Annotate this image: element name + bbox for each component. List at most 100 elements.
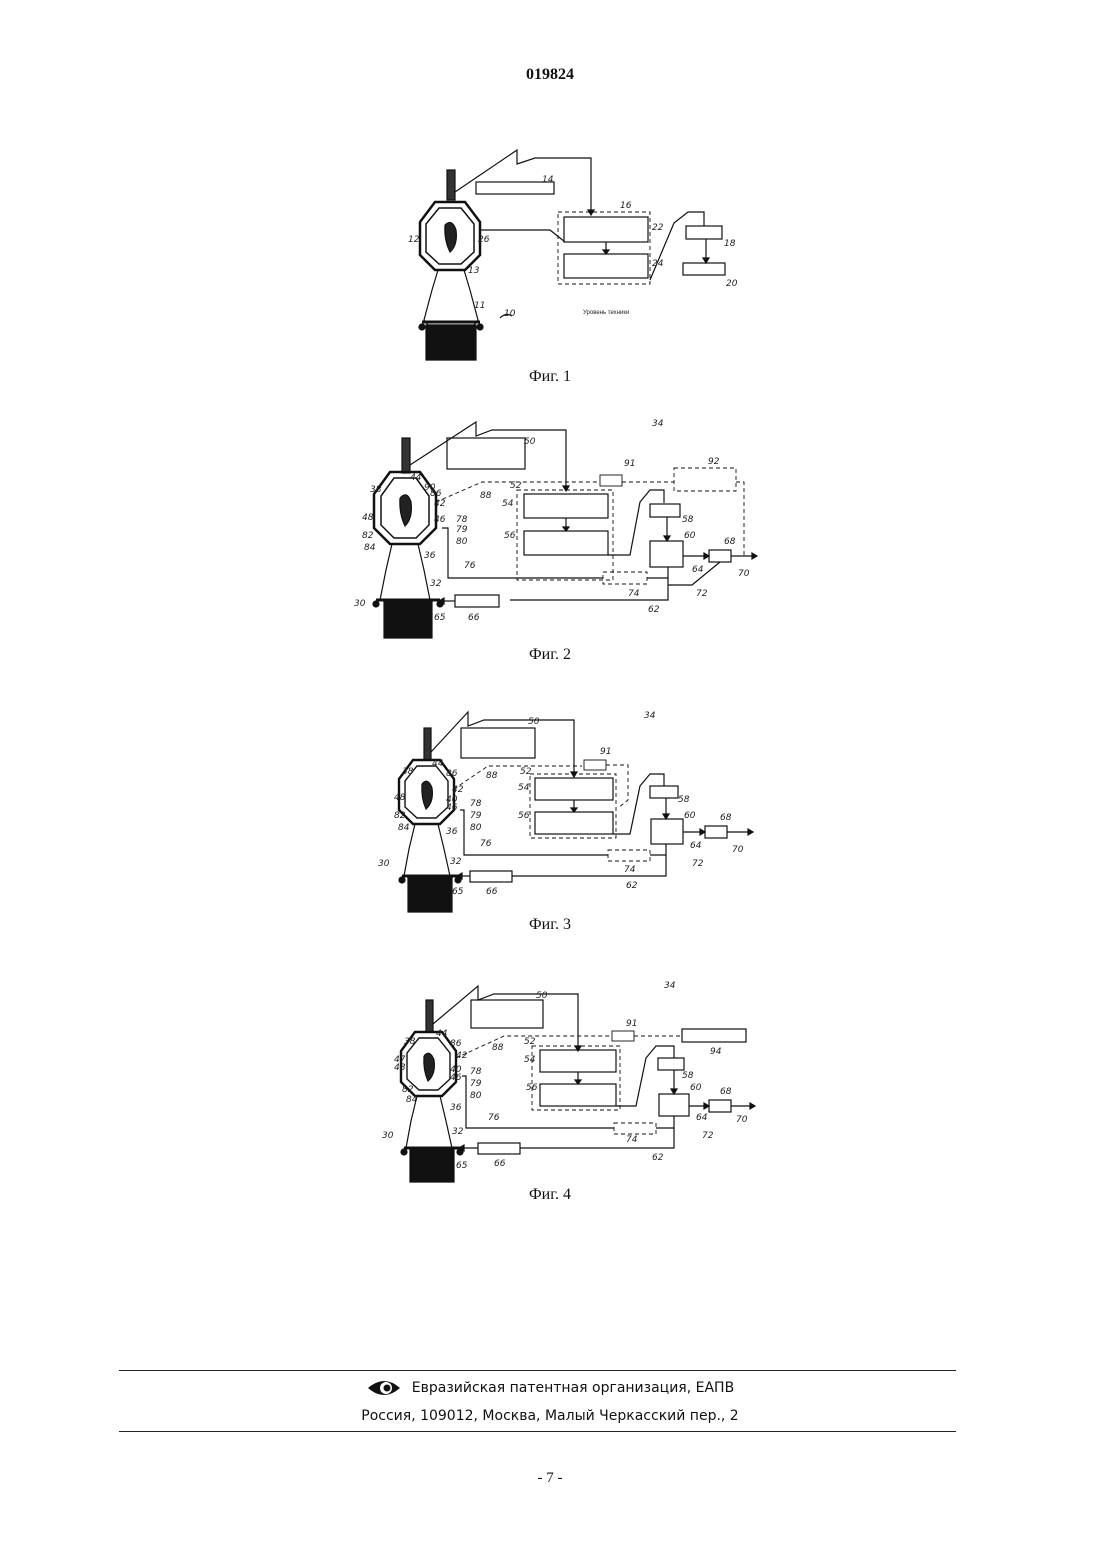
label-52: 52 (520, 767, 532, 777)
label-94: 94 (710, 1047, 722, 1057)
eapo-logo-icon (366, 1377, 402, 1399)
prior-art-note: Уровень техники (583, 310, 629, 316)
label-64: 64 (696, 1113, 708, 1123)
label-50: 50 (524, 437, 536, 447)
label-76: 76 (488, 1113, 500, 1123)
label-80: 80 (456, 537, 468, 547)
label-60: 60 (684, 811, 696, 821)
label-34: 34 (644, 711, 656, 721)
label-70: 70 (732, 845, 744, 855)
label-38: 38 (404, 1037, 416, 1047)
label-24: 24 (652, 259, 664, 269)
label-10: 10 (504, 309, 516, 319)
label-65: 65 (434, 613, 446, 623)
patent-number: 019824 (0, 66, 1100, 84)
label-14: 14 (542, 175, 554, 185)
label-62: 62 (648, 605, 660, 615)
label-54: 54 (502, 499, 514, 509)
figure-4-drawing: 50 34 91 94 38 44 86 88 42 52 54 56 47 4… (380, 976, 760, 1186)
label-91: 91 (624, 459, 635, 469)
label-86: 86 (450, 1039, 462, 1049)
label-91: 91 (600, 747, 611, 757)
label-44: 44 (410, 473, 422, 483)
label-60: 60 (690, 1083, 702, 1093)
label-60: 60 (684, 531, 696, 541)
label-54: 54 (518, 783, 530, 793)
label-16: 16 (620, 201, 632, 211)
label-64: 64 (690, 841, 702, 851)
label-82: 82 (402, 1085, 414, 1095)
organization-name: Евразийская патентная организация, ЕАПВ (412, 1380, 734, 1396)
label-46: 46 (446, 803, 458, 813)
label-30: 30 (378, 859, 390, 869)
label-46: 46 (450, 1073, 462, 1083)
figure-4-caption: Фиг. 4 (0, 1186, 1100, 1204)
label-78: 78 (470, 799, 482, 809)
label-32: 32 (430, 579, 442, 589)
label-86: 86 (446, 769, 458, 779)
label-84: 84 (398, 823, 410, 833)
label-72: 72 (696, 589, 708, 599)
organization-address: Россия, 109012, Москва, Малый Черкасский… (0, 1408, 1100, 1424)
label-12: 12 (408, 235, 420, 245)
label-70: 70 (736, 1115, 748, 1125)
label-34: 34 (652, 419, 664, 429)
label-32: 32 (452, 1127, 464, 1137)
label-48: 48 (394, 793, 406, 803)
label-86: 86 (430, 489, 442, 499)
label-79: 79 (470, 811, 482, 821)
label-36: 36 (446, 827, 458, 837)
label-80: 80 (470, 823, 482, 833)
label-18: 18 (724, 239, 736, 249)
label-79: 79 (456, 525, 468, 535)
label-54: 54 (524, 1055, 536, 1065)
label-20: 20 (726, 279, 738, 289)
page-number: - 7 - (0, 1470, 1100, 1487)
footer-bottom-rule (119, 1431, 956, 1432)
figure-3-svg: 50 34 91 38 44 86 88 42 52 54 56 48 40 4… (378, 704, 758, 914)
label-22: 22 (652, 223, 664, 233)
label-92: 92 (708, 457, 720, 467)
label-50: 50 (536, 991, 548, 1001)
label-76: 76 (480, 839, 492, 849)
label-74: 74 (626, 1135, 638, 1145)
label-66: 66 (494, 1159, 506, 1169)
label-88: 88 (486, 771, 498, 781)
label-46: 46 (434, 515, 446, 525)
label-30: 30 (354, 599, 366, 609)
label-50: 50 (528, 717, 540, 727)
label-52: 52 (510, 481, 522, 491)
label-68: 68 (720, 813, 732, 823)
figure-2-caption: Фиг. 2 (0, 646, 1100, 664)
label-58: 58 (682, 1071, 694, 1081)
label-58: 58 (682, 515, 694, 525)
label-79: 79 (470, 1079, 482, 1089)
label-88: 88 (492, 1043, 504, 1053)
label-48: 48 (394, 1063, 406, 1073)
label-11: 11 (474, 301, 485, 311)
figure-3-caption: Фиг. 3 (0, 916, 1100, 934)
label-88: 88 (480, 491, 492, 501)
label-66: 66 (486, 887, 498, 897)
figure-2-drawing: 50 34 91 92 38 44 90 86 42 88 52 54 56 4… (352, 410, 762, 640)
label-66: 66 (468, 613, 480, 623)
figure-2-svg: 50 34 91 92 38 44 90 86 42 88 52 54 56 4… (352, 410, 762, 640)
figure-4-svg: 50 34 91 94 38 44 86 88 42 52 54 56 47 4… (380, 976, 760, 1186)
label-68: 68 (720, 1087, 732, 1097)
label-74: 74 (628, 589, 640, 599)
label-44: 44 (436, 1029, 448, 1039)
label-26: 26 (478, 235, 490, 245)
label-44: 44 (432, 759, 444, 769)
figure-1-svg: 14 16 22 24 12 26 13 11 10 18 20 Уровень… (400, 140, 780, 365)
label-48: 48 (362, 513, 374, 523)
label-68: 68 (724, 537, 736, 547)
figure-1-drawing: 14 16 22 24 12 26 13 11 10 18 20 Уровень… (400, 140, 780, 365)
label-72: 72 (702, 1131, 714, 1141)
footer-organization-row: Евразийская патентная организация, ЕАПВ (0, 1377, 1100, 1399)
label-82: 82 (394, 811, 406, 821)
label-76: 76 (464, 561, 476, 571)
label-42: 42 (434, 499, 446, 509)
label-78: 78 (456, 515, 468, 525)
label-62: 62 (626, 881, 638, 891)
label-58: 58 (678, 795, 690, 805)
